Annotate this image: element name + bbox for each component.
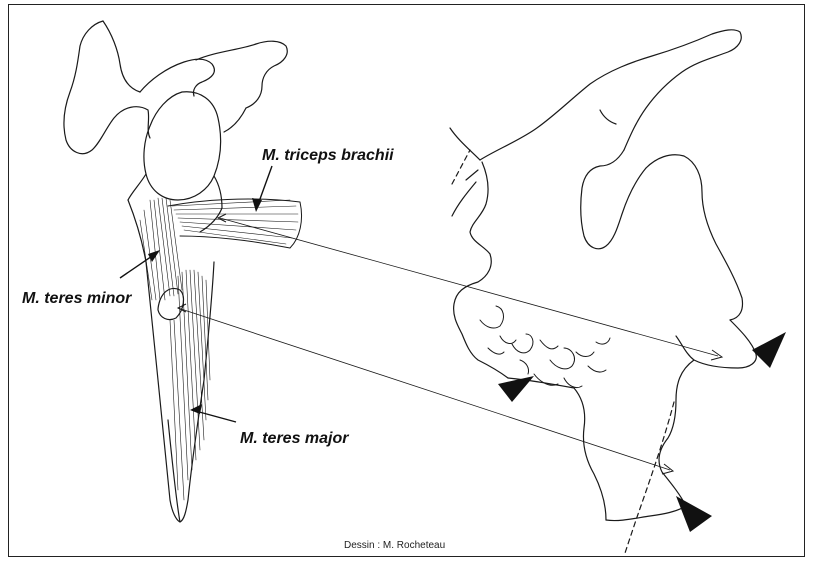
marker-triangle-1 (752, 332, 786, 368)
marker-triangle-2 (498, 376, 534, 402)
pointer-heads (148, 198, 262, 414)
marker-triangle-3 (676, 496, 712, 532)
glenoid-head (144, 92, 221, 200)
bone-fragment-right-outline (450, 30, 756, 521)
marker-arrows (498, 332, 786, 532)
label-teres-minor: M. teres minor (22, 290, 131, 308)
bone-texture (480, 306, 610, 388)
scapula-left-outline (64, 21, 287, 262)
label-teres-major: M. teres major (240, 430, 348, 448)
drawing-credit: Dessin : M. Rocheteau (344, 540, 445, 551)
label-triceps-brachii: M. triceps brachii (262, 147, 394, 165)
dashed-guide-bottom (624, 402, 674, 556)
connector-triceps (220, 218, 718, 356)
label-pointers (120, 166, 272, 422)
humerus-left-outline (146, 262, 214, 522)
muscle-fibers-left (140, 198, 298, 500)
